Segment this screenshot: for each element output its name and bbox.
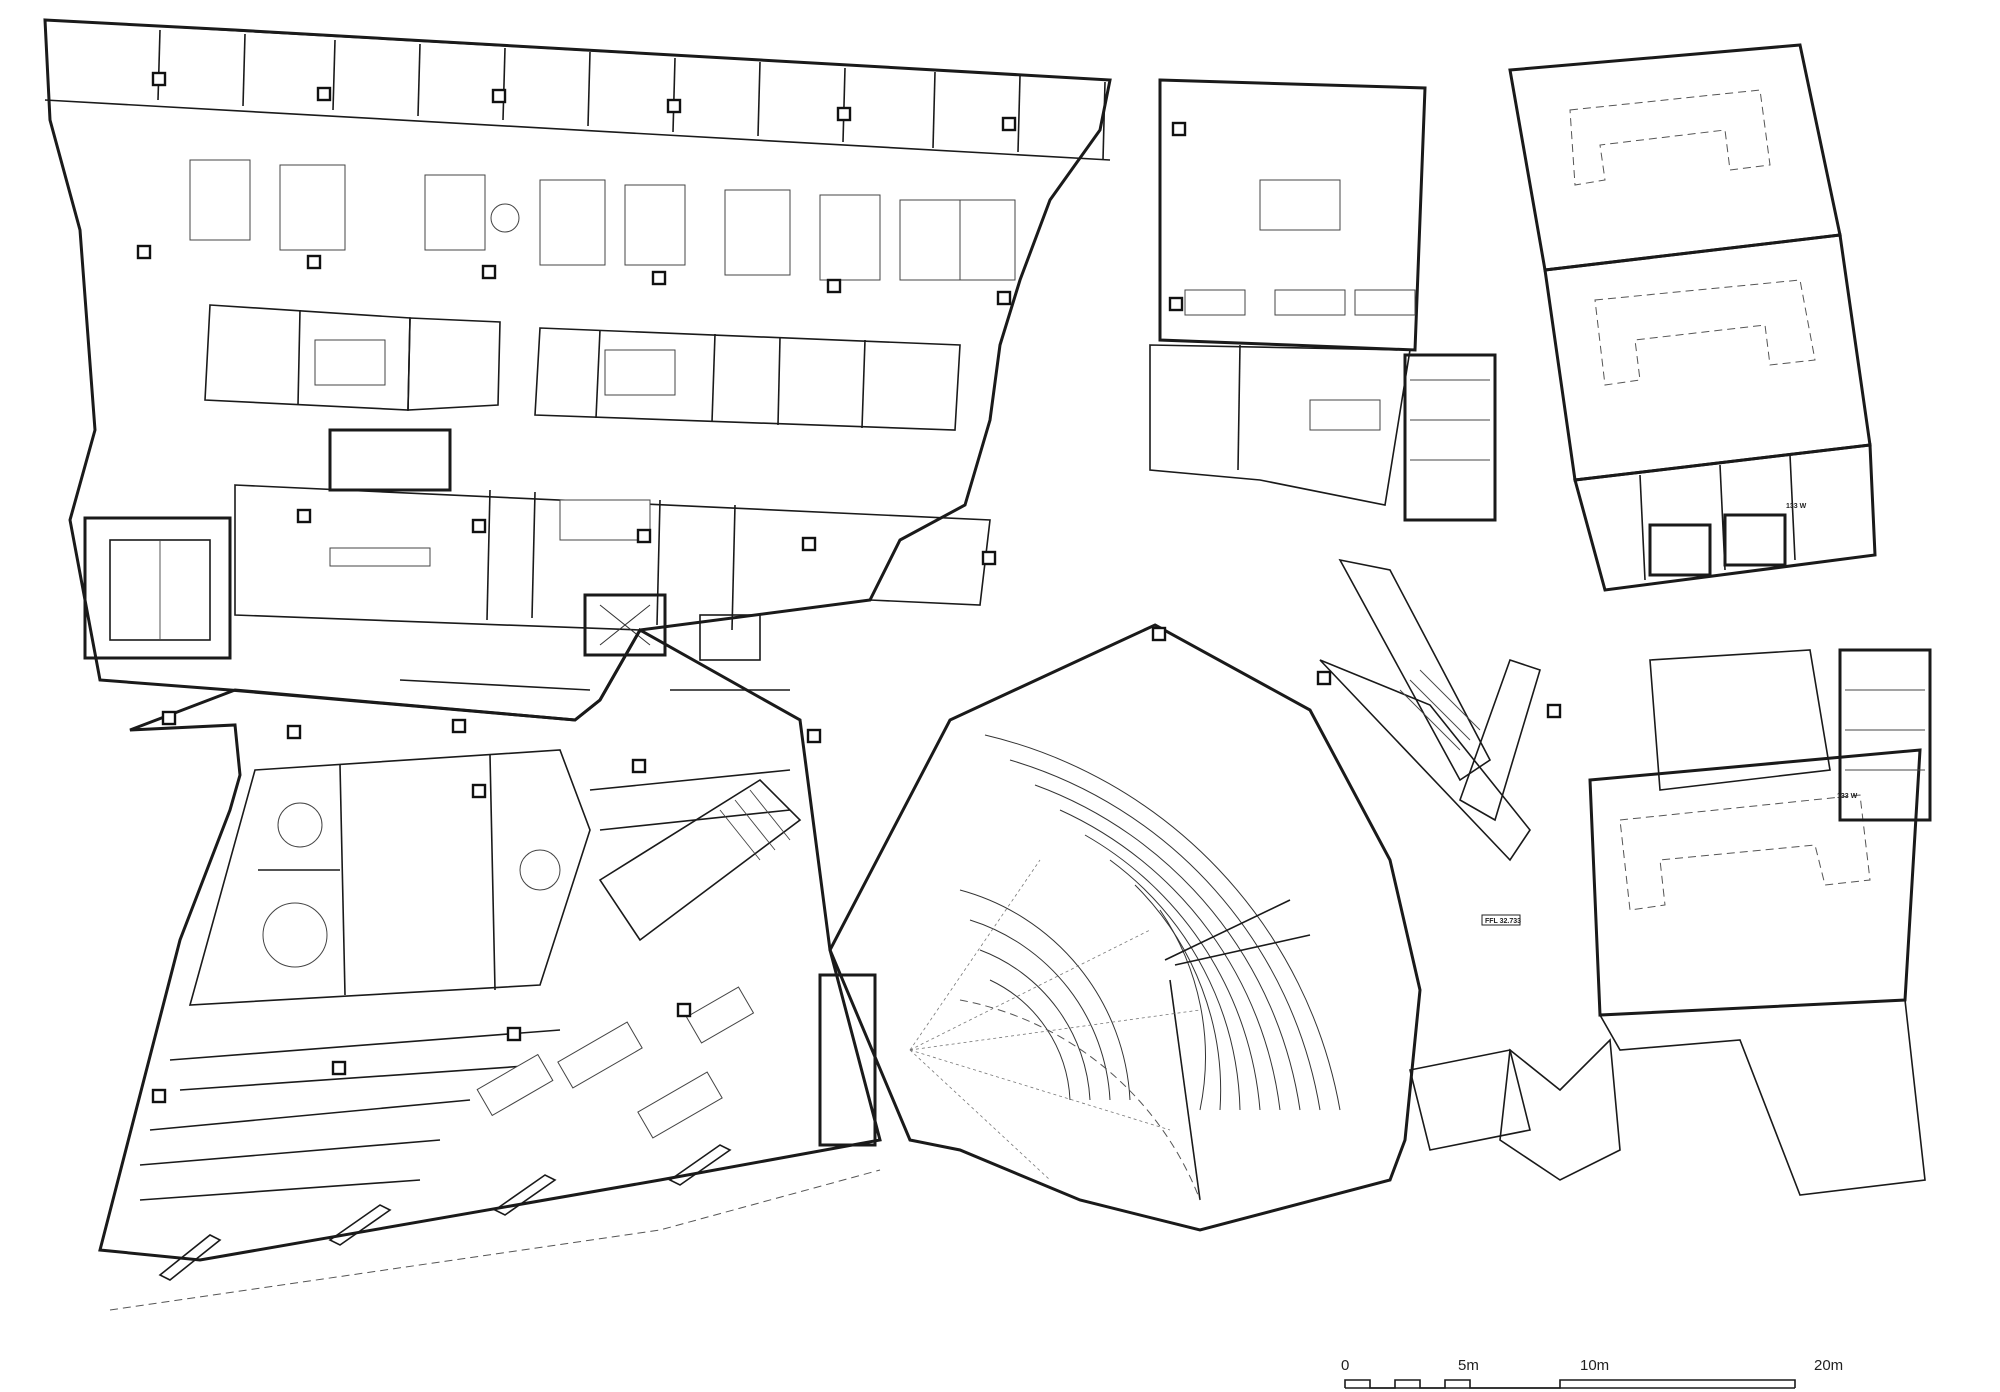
lower-band — [234, 428, 991, 661]
office-wing — [43, 18, 1112, 722]
room-tag-upper: 133 W — [1786, 503, 1807, 510]
west-stair — [83, 516, 232, 660]
scale-bar: 0 5m 10m 20m — [1341, 1357, 1843, 1389]
scale-label-10m: 10m — [1580, 1357, 1609, 1374]
middle-room-row — [204, 304, 961, 431]
workstation-clusters — [189, 159, 1016, 281]
library — [98, 627, 882, 1311]
top-office-row — [44, 19, 1111, 161]
central-foyer: FFL 32.733 — [1319, 558, 1621, 1181]
seminar-room-north — [1149, 78, 1497, 522]
scale-label-20m: 20m — [1814, 1357, 1843, 1374]
structural-columns — [136, 71, 1562, 1104]
lecture-theatre — [818, 623, 1422, 1232]
level-tag: FFL 32.733 — [1485, 918, 1521, 925]
room-tags: 133 W 133 W — [1786, 503, 1858, 800]
scale-label-0: 0 — [1341, 1357, 1349, 1374]
room-tag-lower: 133 W — [1837, 793, 1858, 800]
east-seminar-rooms — [1508, 43, 1932, 1196]
scale-label-5m: 5m — [1458, 1357, 1479, 1374]
